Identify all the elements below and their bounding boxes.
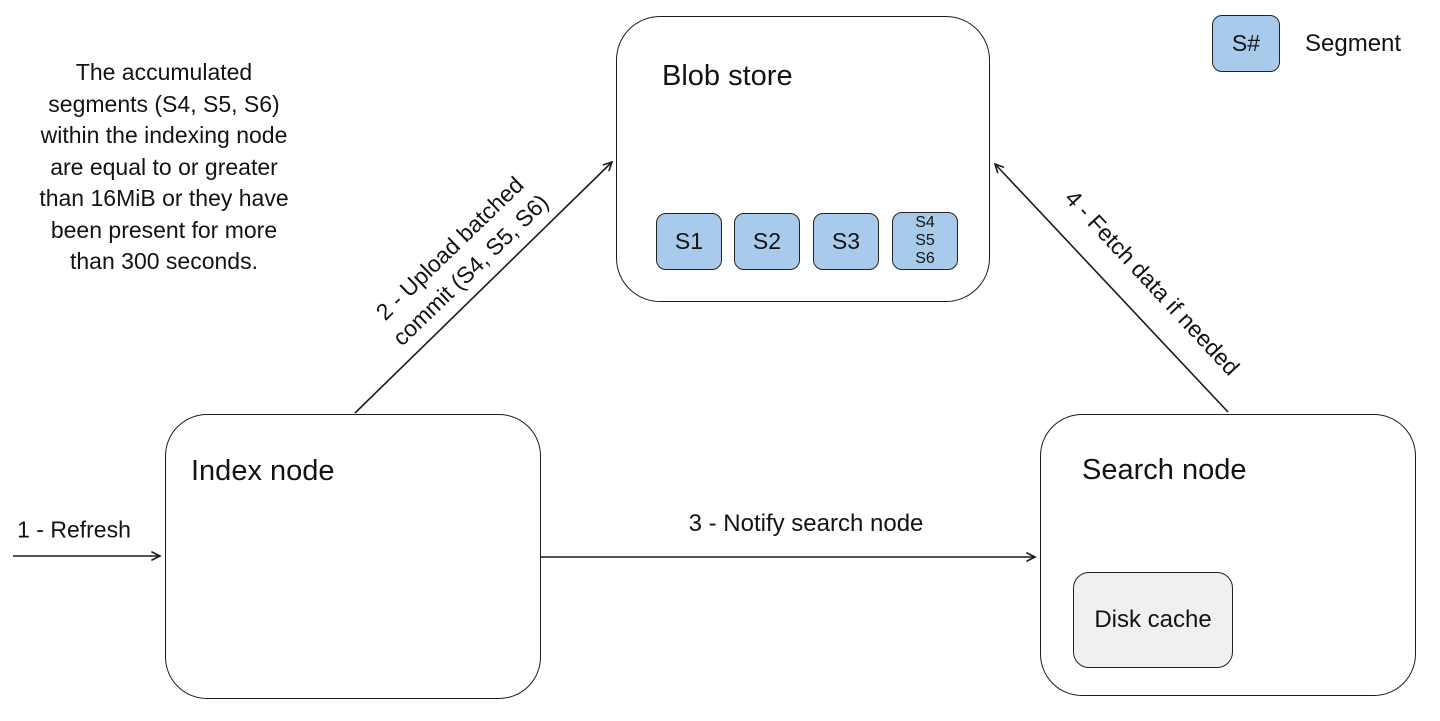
stacked-segment-label: S4 xyxy=(915,214,935,231)
index-node: Index node xyxy=(165,414,541,699)
arrow-label-upload-batched-commit: 2 - Upload batched commit (S4, S5, S6) xyxy=(365,166,555,352)
legend-segment-label: Segment xyxy=(1305,30,1402,57)
stacked-segment-label: S6 xyxy=(915,250,935,267)
annotation-line: been present for more xyxy=(50,216,278,243)
annotation-note: The accumulated segments (S4, S5, S6) wi… xyxy=(13,57,315,278)
search-node-title: Search node xyxy=(1082,454,1247,486)
arrow-label-fetch-data: 4 - Fetch data if needed xyxy=(1060,184,1245,381)
segment-s2: S2 xyxy=(734,213,800,270)
blob-store-title: Blob store xyxy=(662,60,793,92)
stacked-segment-label: S5 xyxy=(915,232,935,249)
annotation-line: within the indexing node xyxy=(40,122,288,148)
segment-s3: S3 xyxy=(813,213,879,270)
arrow-fetch-data xyxy=(993,162,1229,413)
annotation-line: than 300 seconds. xyxy=(70,248,258,274)
annotation-line: The accumulated xyxy=(75,59,253,85)
annotation-line: than 16MiB or they have xyxy=(39,185,289,211)
annotation-line: segments (S4, S5, S6) xyxy=(48,90,280,117)
blob-store-node: Blob store S1 S2 S3 S4 S5 S6 xyxy=(616,16,990,302)
segment-s1: S1 xyxy=(656,213,722,270)
index-node-title: Index node xyxy=(191,455,335,487)
segment-s4-s5-s6: S4 S5 S6 xyxy=(892,212,958,270)
disk-cache-box: Disk cache xyxy=(1073,572,1233,668)
arrow-label-notify-search-node: 3 - Notify search node xyxy=(688,510,924,537)
legend-segment-symbol: S# xyxy=(1212,15,1280,72)
arrow-label-refresh: 1 - Refresh xyxy=(17,516,131,543)
annotation-line: are equal to or greater xyxy=(50,153,278,180)
